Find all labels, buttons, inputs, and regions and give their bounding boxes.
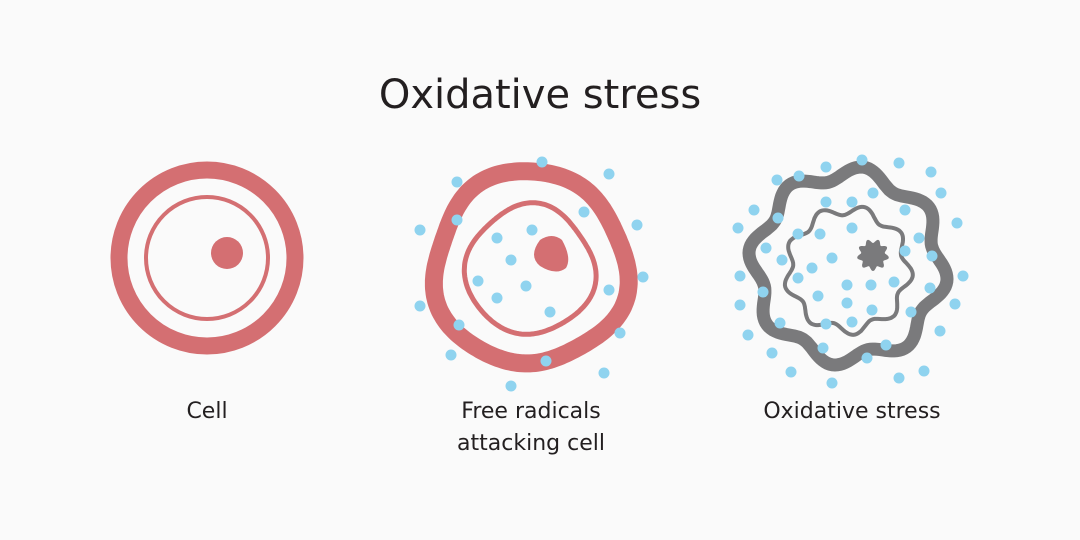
free-radical-dot [578,206,590,218]
healthy-cell [110,161,304,355]
free-radical-dot [451,214,463,226]
free-radical-dot [814,228,826,240]
free-radical-dot [846,316,858,328]
free-radical-dot [472,275,484,287]
free-radical-dot [841,279,853,291]
free-radical-dot [771,174,783,186]
stressed-cell [742,160,954,372]
free-radical-dot [792,228,804,240]
diagram-title: Oxidative stress [378,72,702,118]
free-radical-dot [888,276,900,288]
free-radical-dot [935,187,947,199]
free-radical-dot [899,204,911,216]
free-radical-dot [812,290,824,302]
free-radical-dot [451,176,463,188]
free-radical-dot [913,232,925,244]
free-radical-dot [957,270,969,282]
label-line: attacking cell [457,431,605,456]
free-radical-dot [414,224,426,236]
free-radical-dot [732,222,744,234]
free-radical-dot [867,187,879,199]
nucleus [857,239,889,271]
free-radical-dot [603,168,615,180]
free-radical-dot [536,156,548,168]
free-radical-dot [820,161,832,173]
free-radical-dot [491,232,503,244]
free-radical-dot [926,250,938,262]
free-radical-dot [598,367,610,379]
free-radical-dot [774,317,786,329]
cell-membrane [742,160,954,372]
free-radical-dot [614,327,626,339]
free-radical-dot [820,196,832,208]
free-radical-dot [505,254,517,266]
free-radical-dot [893,157,905,169]
cell-membrane [110,161,304,355]
nuclear-membrane [782,204,915,337]
free-radical-dot [925,166,937,178]
free-radical-dot [491,292,503,304]
free-radical-dot [526,224,538,236]
free-radical-dot [766,347,778,359]
free-radical-dot [785,366,797,378]
free-radical-dot [866,304,878,316]
free-radical-dot [924,282,936,294]
free-radical-dot [841,297,853,309]
free-radical-dot [453,319,465,331]
label-free-radicals: Free radicals attacking cell [401,396,661,460]
free-radical-dot [793,170,805,182]
free-radical-dot [826,252,838,264]
free-radical-dot [414,300,426,312]
free-radical-dot [603,284,615,296]
free-radical-dot [748,204,760,216]
free-radical-dot [865,279,877,291]
free-radical-dot [631,219,643,231]
free-radicals [414,154,969,392]
nucleus [211,237,243,269]
free-radical-dot [905,306,917,318]
label-line: Free radicals [461,399,601,424]
label-oxidative-stress: Oxidative stress [722,396,982,428]
free-radical-dot [918,365,930,377]
nuclear-membrane [144,195,270,321]
free-radical-dot [445,349,457,361]
free-radical-dot [806,262,818,274]
nuclear-membrane [461,200,599,337]
label-line: Oxidative stress [763,399,941,424]
free-radical-dot [899,245,911,257]
free-radical-dot [820,318,832,330]
label-line: Cell [186,399,228,424]
label-cell: Cell [77,396,337,428]
free-radical-dot [757,286,769,298]
free-radical-dot [846,222,858,234]
free-radical-dot [826,377,838,389]
free-radical-dot [520,280,532,292]
free-radical-dot [934,325,946,337]
free-radical-dot [637,271,649,283]
free-radical-dot [817,342,829,354]
free-radical-dot [880,339,892,351]
nucleus [534,236,569,272]
free-radical-dot [544,306,556,318]
free-radical-dot [861,352,873,364]
free-radical-dot [846,196,858,208]
attacked-cell [424,162,638,373]
free-radical-dot [893,372,905,384]
free-radical-dot [734,299,746,311]
free-radical-dot [951,217,963,229]
free-radical-dot [792,272,804,284]
free-radical-dot [734,270,746,282]
free-radical-dot [505,380,517,392]
free-radical-dot [540,355,552,367]
free-radical-dot [856,154,868,166]
free-radical-dot [760,242,772,254]
free-radical-dot [742,329,754,341]
cell-membrane [424,162,638,373]
free-radical-dot [776,254,788,266]
free-radical-dot [772,212,784,224]
free-radical-dot [949,298,961,310]
